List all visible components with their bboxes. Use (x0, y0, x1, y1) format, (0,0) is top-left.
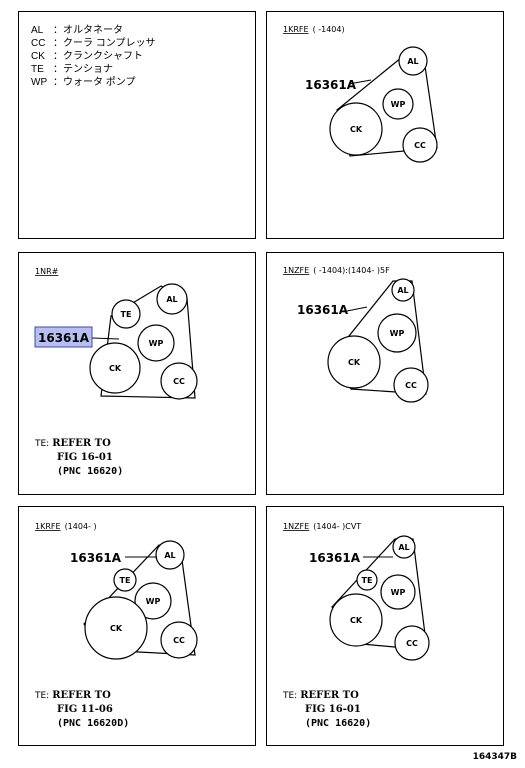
pulley-cc (393, 367, 429, 403)
part-number-label[interactable]: 16361A (38, 331, 90, 345)
diagram-panel-1nzfe-5f: 1NZFE( -1404):(1404- )5F AL WP CK CC 163… (266, 252, 504, 495)
svg-text:(PNC 16620): (PNC 16620) (305, 718, 371, 729)
engine-code: 1KRFE( -1404) (283, 25, 345, 34)
legend-item-al: AL：オルタネータ (31, 25, 123, 36)
svg-text:FIG 11-06: FIG 11-06 (57, 704, 113, 715)
part-number-label: 16361A (70, 551, 122, 565)
svg-text:CK: CK (350, 125, 363, 134)
belt-diagram-1krfe-late: 1KRFE(1404- ) TE AL WP CK CC 16361A TE:R… (34, 522, 198, 729)
pulley-al (398, 46, 428, 76)
tensioner-note: TE:REFER TO (34, 438, 111, 449)
pulley-wp (377, 313, 417, 353)
svg-text:CK: CK (110, 624, 123, 633)
legend-item-te: TE：テンショナ (31, 64, 113, 75)
belt-diagram-1nr: 1NR# TE AL WP CK CC 16361A TE:REFER TO F… (34, 267, 198, 477)
pulley-ck (329, 102, 383, 156)
pulley-al (392, 535, 416, 559)
pulley-ck (329, 593, 383, 647)
pulley-cc (160, 362, 198, 400)
svg-text:WP: WP (391, 100, 406, 109)
pulley-wp (137, 324, 175, 362)
legend-item-wp: WP：ウォータ ポンプ (31, 77, 136, 88)
pulley-cc (402, 127, 438, 163)
svg-text:TE: TE (120, 576, 131, 585)
svg-text:AL: AL (164, 551, 175, 560)
part-number-label: 16361A (305, 78, 357, 92)
legend-item-cc: CC：クーラ コンプレッサ (31, 38, 156, 49)
svg-text:WP: WP (149, 339, 164, 348)
svg-text:AL: AL (407, 57, 418, 66)
svg-text:AL: AL (397, 286, 408, 295)
engine-code: 1NZFE(1404- )CVT (283, 522, 361, 531)
svg-text:CK: CK (350, 616, 363, 625)
pulley-wp (134, 582, 172, 620)
svg-text:AL: AL (166, 295, 177, 304)
pulley-al (156, 283, 188, 315)
svg-text:CK: CK (348, 358, 361, 367)
pulley-wp (380, 574, 416, 610)
part-number-label: 16361A (309, 551, 361, 565)
svg-text:FIG 16-01: FIG 16-01 (57, 452, 113, 463)
pulley-te (356, 569, 378, 591)
svg-text:AL: AL (398, 543, 409, 552)
pulley-al (155, 540, 185, 570)
pulley-ck (89, 342, 141, 394)
svg-text:FIG 16-01: FIG 16-01 (305, 704, 361, 715)
belt-diagram-1krfe-early: 1KRFE( -1404) AL WP CK CC 16361A (283, 25, 438, 163)
figure-id: 164347B (472, 752, 517, 762)
leader-line (91, 337, 120, 340)
diagram-panel-1krfe-late: 1KRFE(1404- ) TE AL WP CK CC 16361A TE:R… (18, 506, 256, 746)
tensioner-note: TE:REFER TO (34, 690, 111, 701)
legend-list: AL：オルタネータ CC：クーラ コンプレッサ CK：クランクシャフト TE：テ… (31, 24, 155, 89)
svg-text:WP: WP (391, 588, 406, 597)
leader-line (348, 79, 372, 85)
pulley-cc (160, 621, 198, 659)
svg-text:TE: TE (121, 310, 132, 319)
pulley-ck (84, 596, 148, 660)
belt-diagram-1nzfe-5f: 1NZFE( -1404):(1404- )5F AL WP CK CC 163… (283, 266, 429, 403)
legend-panel: AL：オルタネータ CC：クーラ コンプレッサ CK：クランクシャフト TE：テ… (18, 11, 256, 239)
pulley-te (111, 299, 141, 329)
svg-text:(PNC 16620): (PNC 16620) (57, 466, 123, 477)
pulley-ck (327, 335, 381, 389)
svg-text:CC: CC (406, 639, 418, 648)
svg-text:CK: CK (109, 364, 122, 373)
svg-text:CC: CC (414, 141, 426, 150)
legend-item-ck: CK：クランクシャフト (31, 51, 143, 62)
svg-text:TE: TE (362, 576, 373, 585)
pulley-al (391, 278, 415, 302)
pulley-wp (382, 88, 414, 120)
svg-text:WP: WP (146, 597, 161, 606)
svg-text:(PNC 16620D): (PNC 16620D) (57, 718, 129, 729)
part-number-highlight (34, 326, 93, 348)
engine-code: 1NR# (35, 267, 59, 276)
diagram-panel-1krfe-early: 1KRFE( -1404) AL WP CK CC 16361A (266, 11, 504, 239)
pulley-cc (394, 625, 430, 661)
leader-line (346, 306, 368, 312)
tensioner-note: TE:REFER TO (282, 690, 359, 701)
svg-text:CC: CC (405, 381, 417, 390)
belt-diagram-1nzfe-cvt: 1NZFE(1404- )CVT TE AL WP CK CC 16361A T… (282, 522, 430, 729)
svg-text:CC: CC (173, 377, 185, 386)
svg-text:WP: WP (390, 329, 405, 338)
pulley-te (113, 568, 137, 592)
svg-text:CC: CC (173, 636, 185, 645)
engine-code: 1KRFE(1404- ) (35, 522, 97, 531)
diagram-panel-1nr: 1NR# TE AL WP CK CC 16361A TE:REFER TO F… (18, 252, 256, 495)
diagram-panel-1nzfe-cvt: 1NZFE(1404- )CVT TE AL WP CK CC 16361A T… (266, 506, 504, 746)
part-number-label: 16361A (297, 303, 349, 317)
engine-code: 1NZFE( -1404):(1404- )5F (283, 266, 390, 275)
